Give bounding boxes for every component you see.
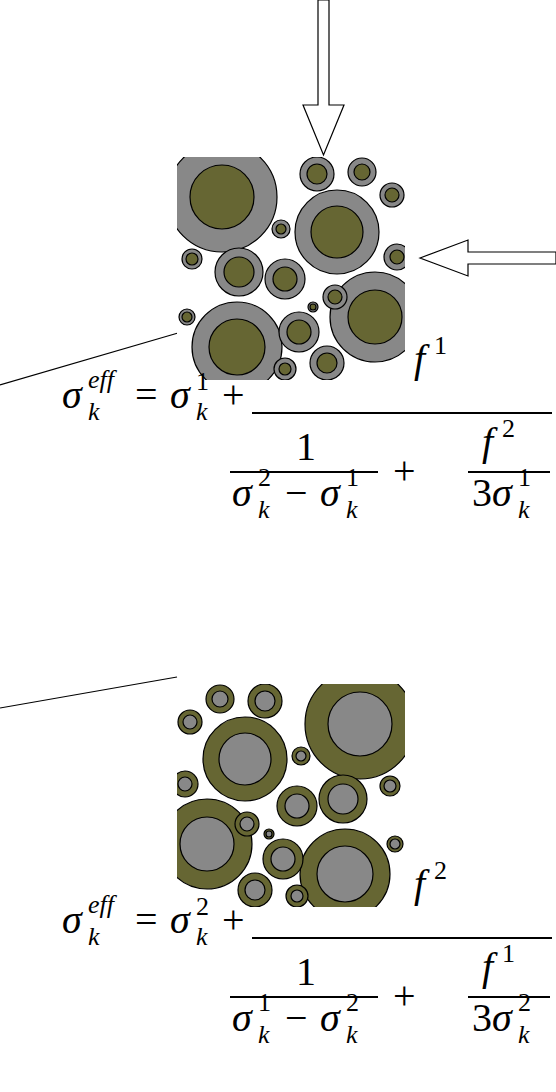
formula-symbol: σ xyxy=(62,375,82,415)
formula-symbol: + xyxy=(222,900,245,940)
formula-symbol: k xyxy=(196,399,208,425)
formula-symbol: k xyxy=(88,399,100,425)
formula-symbol: f xyxy=(414,864,425,904)
formula-symbol: 1 xyxy=(502,941,515,967)
formula-symbol: k xyxy=(258,497,270,523)
formula-symbol: σ xyxy=(320,998,340,1038)
formula-symbol: 2 xyxy=(346,990,359,1016)
formula-symbol: eff xyxy=(88,367,114,393)
coated-sphere-assemblage xyxy=(177,157,405,380)
formula-symbol: k xyxy=(88,924,100,950)
formula-symbol: = xyxy=(135,900,158,940)
formula-symbol: 1 xyxy=(518,465,531,491)
leader-line xyxy=(0,677,177,708)
formula-symbol: 1 xyxy=(196,369,209,395)
formula-symbol: = xyxy=(135,375,158,415)
formula-symbol: σ xyxy=(170,900,190,940)
load-arrow xyxy=(420,240,556,276)
formula-symbol: f xyxy=(414,339,425,379)
formula-symbol: f xyxy=(482,422,493,462)
formula-symbol: 1 xyxy=(434,333,447,359)
formula-symbol: k xyxy=(346,1022,358,1048)
formula-symbol: 1 xyxy=(296,952,316,992)
formula-symbol: 2 xyxy=(502,416,515,442)
formula-symbol: σ xyxy=(232,473,252,513)
formula-symbol: 2 xyxy=(258,465,271,491)
formula-symbol: 2 xyxy=(518,990,531,1016)
formula-symbol: 1 xyxy=(258,990,271,1016)
formula-symbol: σ xyxy=(170,375,190,415)
formula-symbol: 1 xyxy=(346,465,359,491)
formula-symbol: 1 xyxy=(296,427,316,467)
formula-symbol: − xyxy=(285,473,308,513)
formula-symbol: σ xyxy=(62,900,82,940)
load-arrow xyxy=(303,0,344,155)
formula-symbol: 2 xyxy=(196,894,209,920)
formula-symbol: 3 xyxy=(472,473,492,513)
formula-symbol: σ xyxy=(320,473,340,513)
coated-sphere-assemblage xyxy=(177,684,405,907)
formula-symbol: eff xyxy=(88,892,114,918)
formula-symbol: k xyxy=(196,924,208,950)
formula-symbol: σ xyxy=(492,998,512,1038)
formula-symbol: 3 xyxy=(472,998,492,1038)
formula-symbol: + xyxy=(393,451,416,491)
formula-symbol: k xyxy=(258,1022,270,1048)
fraction-bar xyxy=(230,413,552,472)
formula-symbol: − xyxy=(285,998,308,1038)
formula-symbol: σ xyxy=(492,473,512,513)
formula-symbol: k xyxy=(346,497,358,523)
fraction-bar xyxy=(230,938,552,997)
formula-symbol: 2 xyxy=(434,858,447,884)
formula-symbol: k xyxy=(518,1022,530,1048)
formula-symbol: σ xyxy=(232,998,252,1038)
formula-symbol: k xyxy=(518,497,530,523)
formula-symbol: + xyxy=(222,375,245,415)
formula-symbol: + xyxy=(393,976,416,1016)
formula-symbol: f xyxy=(482,947,493,987)
